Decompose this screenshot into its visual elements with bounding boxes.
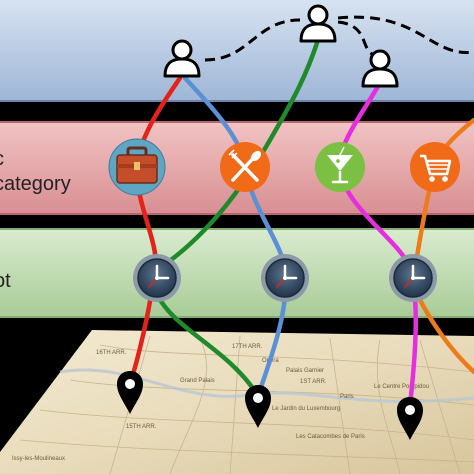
trajectory-green-upper <box>157 37 321 271</box>
cocktail-icon <box>315 142 365 192</box>
map-label: Les Catacombes de Paris <box>296 434 365 440</box>
trajectories <box>129 37 474 408</box>
location-pin-icon <box>245 385 271 428</box>
social-link <box>337 15 474 54</box>
trajectory-orange <box>412 117 474 271</box>
social-links <box>204 15 474 62</box>
map-plane <box>0 330 474 474</box>
map-label: 16TH ARR. <box>96 350 127 356</box>
map-label: Palais Garnier <box>286 368 324 374</box>
fork-knife-icon <box>220 142 270 192</box>
user-icon <box>299 4 337 43</box>
user-icon <box>163 39 201 78</box>
map-label: Paris <box>340 394 354 400</box>
map-label: 1ST ARR. <box>300 379 327 385</box>
map-label: Issy-les-Moulineaux <box>12 456 65 462</box>
clock-icon <box>133 254 181 302</box>
social-link <box>204 18 301 62</box>
trajectory-blue <box>182 75 288 399</box>
shopping-cart-icon <box>410 142 460 192</box>
social-link <box>337 20 376 57</box>
map-label: Le Centre Pompidou <box>374 384 429 390</box>
location-pin-icon <box>397 397 423 440</box>
map-label: Grand Palais <box>180 378 215 384</box>
map-label: Le Jardin du Luxembourg <box>272 406 340 412</box>
briefcase-icon <box>108 138 166 196</box>
clock-icon <box>389 254 437 302</box>
map-label: 15TH ARR. <box>126 424 157 430</box>
location-pin-icon <box>117 371 143 414</box>
clock-icon <box>261 254 309 302</box>
trajectory-magenta <box>337 83 419 408</box>
time-layer-label-line2: ot <box>0 270 11 292</box>
trajectory-green-lower <box>155 293 261 399</box>
map-label: 17TH ARR. <box>232 344 263 350</box>
user-icon <box>361 49 399 88</box>
category-layer-label-line2: category <box>0 173 71 195</box>
trajectory-orange-tail <box>415 293 474 375</box>
category-layer-label-line1: c <box>0 148 4 170</box>
trajectory-red <box>129 75 183 381</box>
